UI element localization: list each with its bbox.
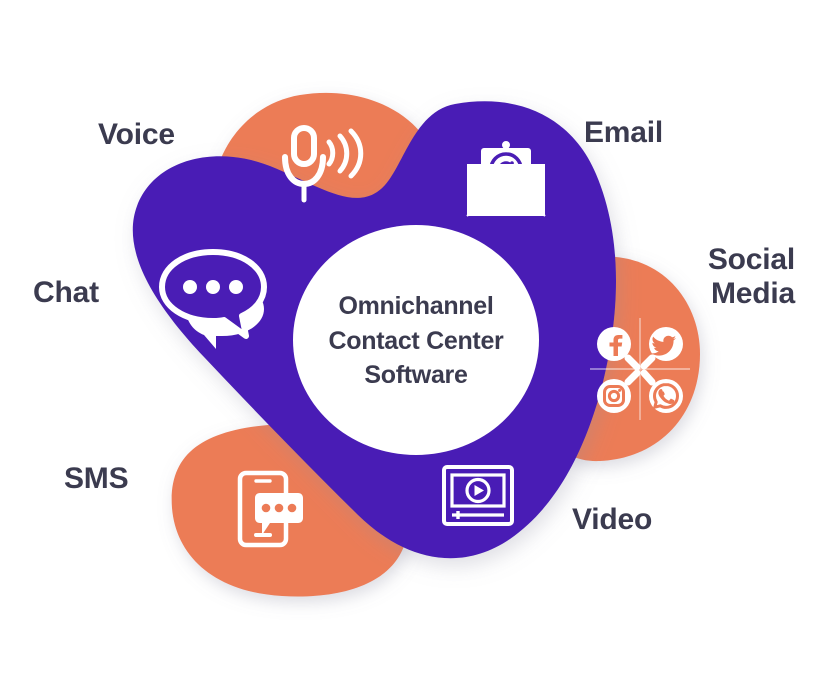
channel-label-social-line1: Social bbox=[707, 243, 795, 276]
facebook-icon bbox=[597, 327, 641, 371]
envelope-at-icon bbox=[466, 141, 546, 217]
channel-label-email: Email bbox=[584, 116, 664, 149]
center-title-line1: Omnichannel bbox=[338, 292, 494, 320]
social-icons-grid bbox=[590, 318, 690, 420]
chat-bubbles-icon bbox=[159, 249, 267, 349]
center-title-line3: Software bbox=[364, 361, 468, 389]
phone-message-icon bbox=[237, 470, 303, 548]
center-title-line2: Contact Center bbox=[328, 326, 504, 355]
channel-label-social-line2: Media bbox=[710, 277, 795, 311]
microphone-icon bbox=[282, 125, 364, 203]
center-circle bbox=[293, 225, 539, 455]
social-grid-divider bbox=[590, 318, 690, 420]
channel-label-chat: Chat bbox=[33, 276, 99, 309]
video-player-icon bbox=[442, 465, 514, 526]
channel-label-sms: SMS bbox=[64, 462, 129, 495]
channel-label-voice: Voice bbox=[98, 118, 175, 151]
instagram-icon bbox=[597, 369, 641, 413]
channel-label-video: Video bbox=[572, 503, 653, 536]
whatsapp-icon bbox=[640, 369, 683, 413]
center-title: Omnichannel Contact Center Software bbox=[296, 289, 536, 393]
twitter-icon bbox=[640, 327, 683, 370]
